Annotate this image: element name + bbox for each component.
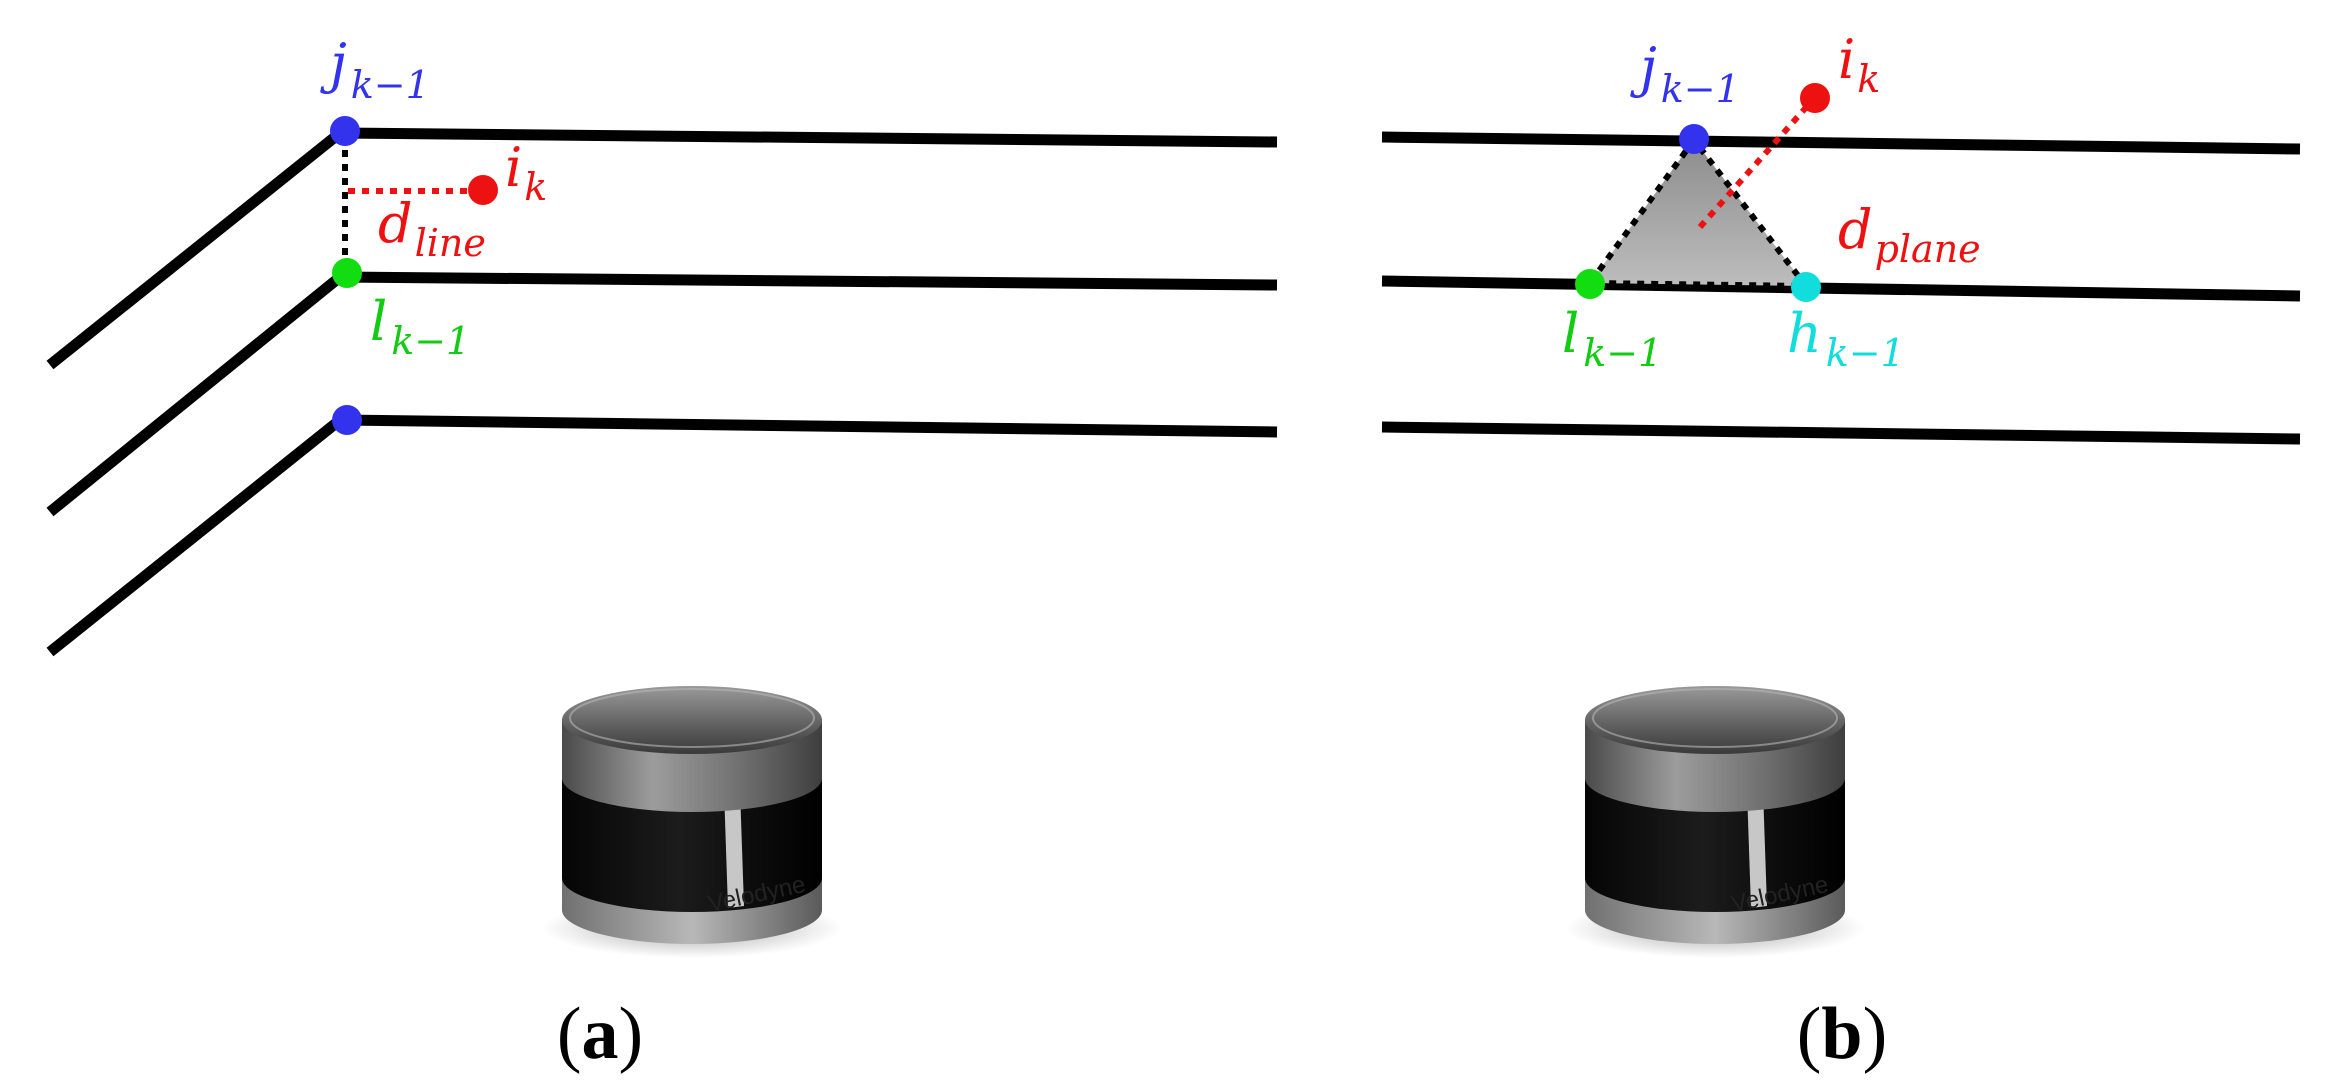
label-i-b: ik bbox=[1838, 28, 1880, 101]
point-j bbox=[1679, 124, 1709, 154]
point-l bbox=[332, 258, 362, 288]
scan-line-top bbox=[1381, 131, 2301, 155]
label-d-line: dline bbox=[378, 192, 486, 265]
plane-triangle bbox=[1584, 134, 1813, 290]
lidar-sensor-a: Velodyne bbox=[542, 686, 842, 958]
point-l bbox=[1575, 269, 1605, 299]
scan-line-top bbox=[46, 127, 1278, 370]
scan-lines-a bbox=[46, 127, 1278, 657]
label-i-a: ik bbox=[505, 136, 547, 209]
point-i bbox=[468, 175, 498, 205]
scan-line-bottom bbox=[1381, 421, 2301, 445]
scan-line-bottom bbox=[46, 414, 1278, 657]
caption-a: (a) bbox=[557, 993, 643, 1075]
scan-line-middle bbox=[1381, 275, 2301, 302]
scan-line-middle bbox=[46, 271, 1278, 517]
caption-b: (b) bbox=[1797, 993, 1887, 1075]
point-i bbox=[1800, 83, 1830, 113]
point-h bbox=[1791, 272, 1821, 302]
lidar-sensor-b: Velodyne bbox=[1565, 686, 1865, 958]
point-extra bbox=[332, 405, 362, 435]
label-d-plane: dplane bbox=[1838, 198, 1981, 271]
point-j bbox=[330, 116, 360, 146]
scan-lines-b bbox=[1381, 131, 2301, 445]
